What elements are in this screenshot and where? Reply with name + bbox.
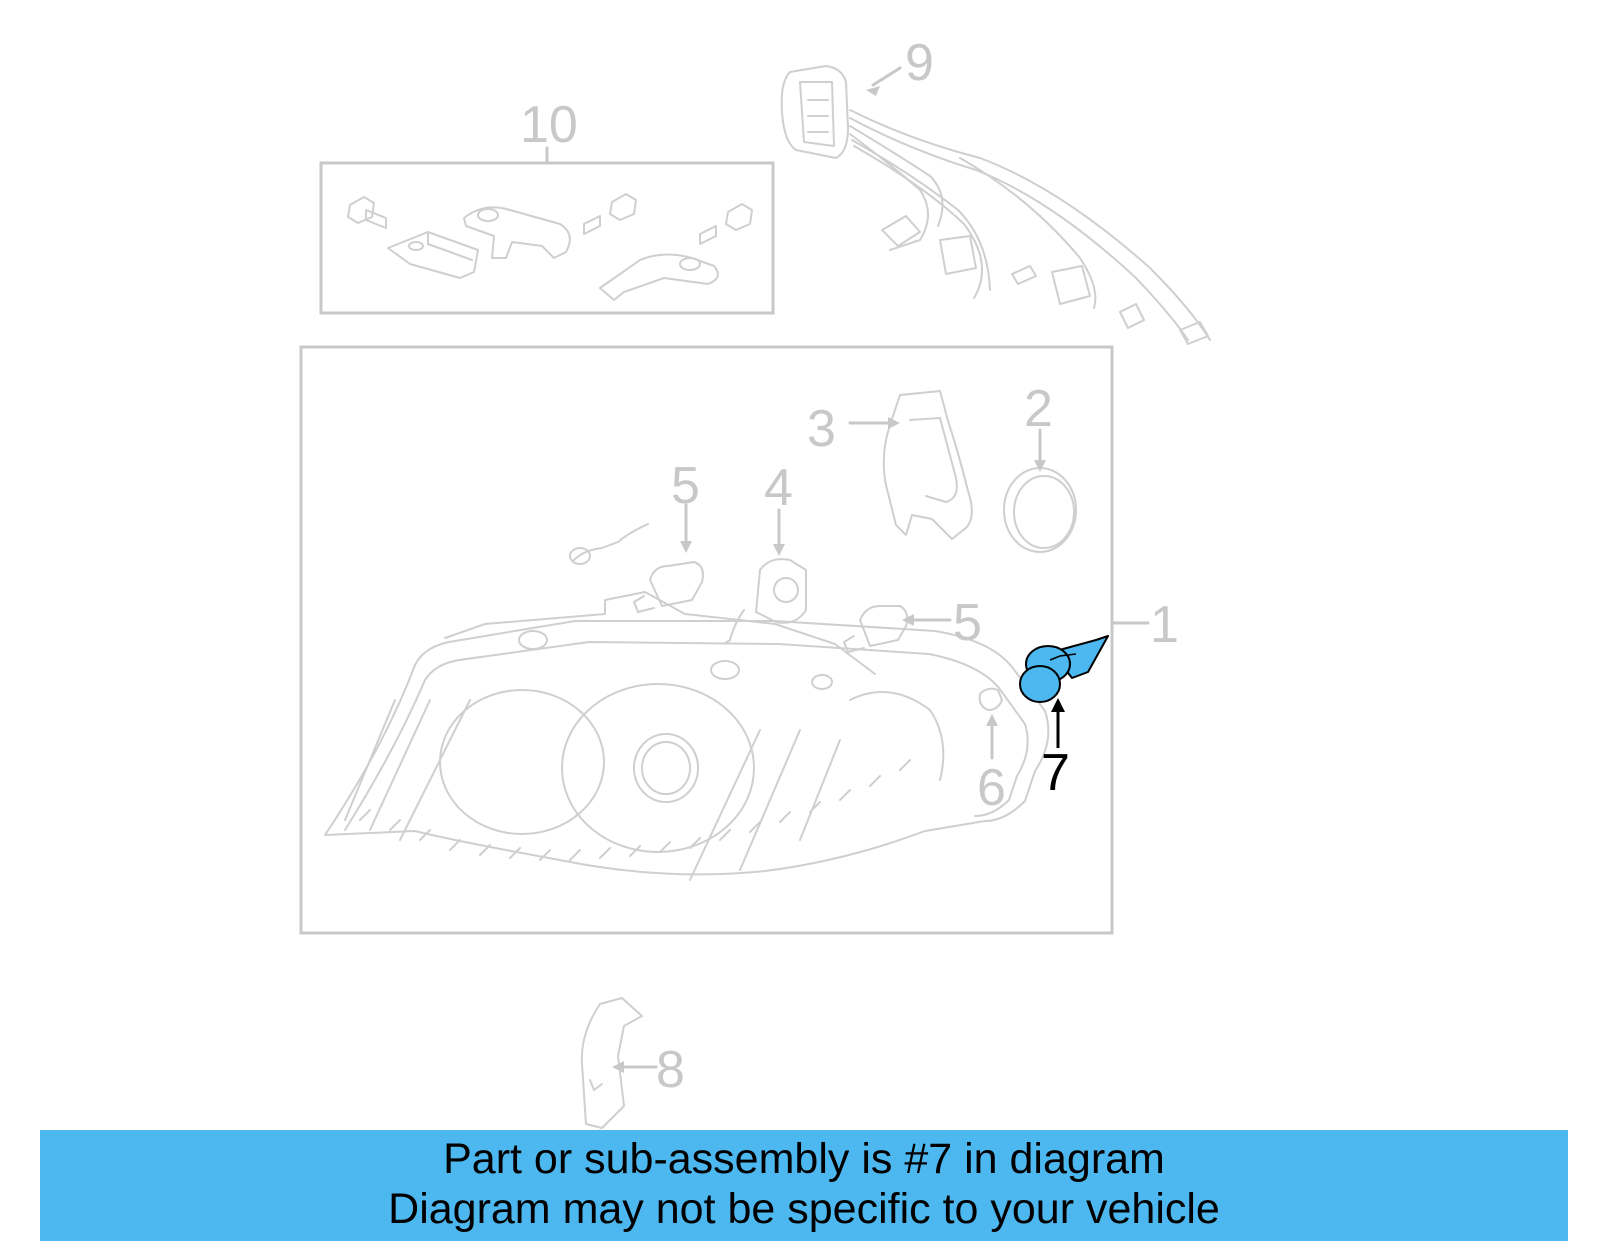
part-5-bulb-right xyxy=(843,605,952,653)
callout-10: 10 xyxy=(520,96,578,154)
callout-1: 1 xyxy=(1150,596,1179,654)
info-banner: Part or sub-assembly is #7 in diagram Di… xyxy=(40,1130,1568,1241)
callout-5-upper: 5 xyxy=(671,457,700,515)
part-6-small-bulb xyxy=(978,687,1003,760)
part-3-bracket xyxy=(848,390,973,540)
part-2-ring xyxy=(1003,428,1077,553)
callout-9: 9 xyxy=(905,34,934,92)
part-7-highlighted-socket xyxy=(1019,635,1109,748)
part-9-wiring-harness xyxy=(780,65,1211,345)
callout-2: 2 xyxy=(1024,380,1053,438)
callout-5-right: 5 xyxy=(953,594,982,652)
part-1-headlamp-housing xyxy=(324,591,1050,881)
callout-3: 3 xyxy=(807,400,836,458)
part-5-bulb-upper xyxy=(569,503,704,613)
banner-line-1: Part or sub-assembly is #7 in diagram xyxy=(443,1135,1165,1183)
part-8-bracket xyxy=(580,997,658,1129)
callout-8: 8 xyxy=(656,1041,685,1099)
callout-7: 7 xyxy=(1041,744,1070,802)
banner-line-2: Diagram may not be specific to your vehi… xyxy=(388,1185,1220,1233)
callout-4: 4 xyxy=(764,459,793,517)
callout-6: 6 xyxy=(977,759,1006,817)
part-4-socket xyxy=(723,508,807,645)
part-10-hardware-kit xyxy=(319,146,775,315)
